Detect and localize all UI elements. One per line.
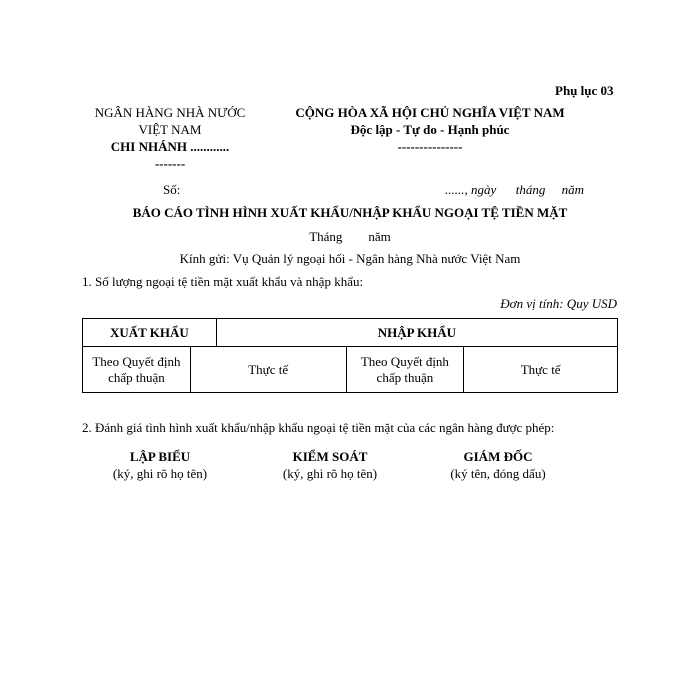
signature-director: GIÁM ĐỐC (ký tên, đóng dấu) [418,448,578,482]
import-header: NHẬP KHẨU [215,318,619,347]
report-period: Tháng năm [0,229,700,245]
table-header-row: XUẤT KHẨU NHẬP KHẨU [82,318,619,347]
export-approved-line1: Theo Quyết định [92,353,181,369]
left-header-divider: ------- [154,156,186,171]
date-day: ngày [471,182,497,197]
import-actual-cell: Thực tế [463,346,618,393]
signature-preparer: LẬP BIỂU (ký, ghi rõ họ tên) [80,448,240,482]
date-year: năm [561,182,585,197]
import-approved-cell: Theo Quyết định chấp thuận [345,346,465,393]
bank-name-line1: NGÂN HÀNG NHÀ NƯỚC [94,105,246,120]
recipient-line: Kính gửi: Vụ Quản lý ngoại hối - Ngân hà… [179,251,521,266]
signature-title: KIỂM SOÁT [292,449,368,464]
appendix-label: Phụ lục 03 [555,83,614,98]
signature-note: (ký, ghi rõ họ tên) [112,466,208,481]
period-month: Tháng [309,229,343,244]
section-1-heading: 1. Số lượng ngoại tệ tiền mặt xuất khẩu … [82,274,364,289]
signature-controller: KIỂM SOÁT (ký, ghi rõ họ tên) [250,448,410,482]
date-dots: ......, [445,182,468,197]
signature-title: GIÁM ĐỐC [463,449,533,464]
export-actual-cell: Thực tế [189,346,347,393]
report-title: BÁO CÁO TÌNH HÌNH XUẤT KHẨU/NHẬP KHẨU NG… [132,205,568,220]
export-import-table: XUẤT KHẨU NHẬP KHẨU Theo Quyết định chấp… [82,318,619,393]
import-approved-line2: chấp thuận [376,369,434,385]
date-month: tháng [515,182,546,197]
export-approved-line2: chấp thuận [108,369,165,385]
signature-note: (ký, ghi rõ họ tên) [282,466,378,481]
document-number-label: Số: [163,182,181,197]
table-subheader-row: Theo Quyết định chấp thuận Thực tế Theo … [82,346,618,393]
unit-of-measure: Đơn vị tính: Quy USD [500,296,617,311]
bank-name-line2: VIỆT NAM [138,122,202,137]
import-approved-line1: Theo Quyết định [360,353,449,369]
motto: Độc lập - Tự do - Hạnh phúc [350,122,510,137]
period-year: năm [368,229,391,244]
country-name: CỘNG HÒA XÃ HỘI CHỦ NGHĨA VIỆT NAM [295,105,565,120]
export-approved-cell: Theo Quyết định chấp thuận [82,346,191,393]
branch-line: CHI NHÁNH ............ [110,139,230,154]
signature-title: LẬP BIỂU [129,449,191,464]
signature-note: (ký tên, đóng dấu) [450,466,546,481]
issuing-bank-header: NGÂN HÀNG NHÀ NƯỚC VIỆT NAM CHI NHÁNH ..… [80,104,260,172]
section-2-heading: 2. Đánh giá tình hình xuất khẩu/nhập khẩ… [82,420,555,435]
national-motto-header: CỘNG HÒA XÃ HỘI CHỦ NGHĨA VIỆT NAM Độc l… [270,104,590,155]
date-line: ......, ngày tháng năm [445,182,584,198]
export-header: XUẤT KHẨU [82,318,217,347]
right-header-divider: --------------- [397,139,463,154]
